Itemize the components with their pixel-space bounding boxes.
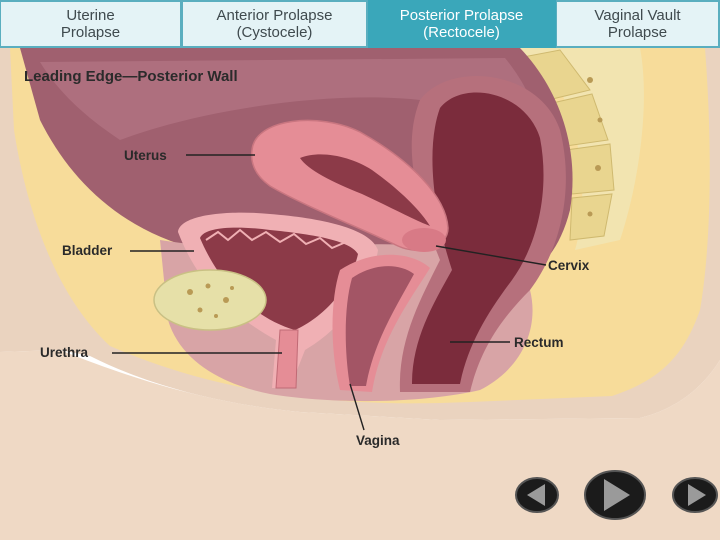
label-cervix: Cervix: [548, 258, 590, 273]
rectum-organ: [399, 76, 566, 392]
tab-posterior-prolapse[interactable]: Posterior Prolapse (Rectocele): [368, 0, 556, 48]
play-button[interactable]: [584, 470, 646, 520]
anatomy-stage: Leading Edge—Posterior Wall Uterus Bladd…: [0, 48, 720, 540]
tab-label-line2: (Rectocele): [423, 24, 500, 41]
tab-bar: Uterine Prolapse Anterior Prolapse (Cyst…: [0, 0, 720, 48]
tab-label-line2: Prolapse: [60, 24, 121, 41]
diagram-heading: Leading Edge—Posterior Wall: [24, 68, 238, 85]
leader-vagina: [349, 383, 365, 431]
tab-anterior-prolapse[interactable]: Anterior Prolapse (Cystocele): [182, 0, 368, 48]
tab-label-line1: Uterine: [66, 7, 115, 24]
prev-button[interactable]: [515, 477, 559, 513]
leader-cervix: [435, 245, 547, 266]
bladder-organ: [178, 212, 378, 388]
next-button[interactable]: [672, 477, 718, 513]
tab-label-line2: Prolapse: [607, 24, 668, 41]
vagina-organ: [332, 254, 430, 392]
tab-label-line2: (Cystocele): [236, 24, 313, 41]
triangle-left-icon: [527, 484, 545, 506]
tab-label-line1: Vaginal Vault: [594, 7, 681, 24]
triangle-right-icon: [688, 484, 706, 506]
tab-vaginal-vault-prolapse[interactable]: Vaginal Vault Prolapse: [556, 0, 720, 48]
peritoneum-highlight: [40, 58, 551, 210]
label-rectum: Rectum: [514, 335, 564, 350]
pubic-bone: [153, 269, 267, 331]
label-vagina: Vagina: [356, 433, 400, 448]
triangle-right-icon: [604, 479, 630, 511]
pelvic-anatomy-illustration: Leading Edge—Posterior Wall Uterus Bladd…: [0, 48, 720, 540]
tab-uterine-prolapse[interactable]: Uterine Prolapse: [0, 0, 182, 48]
cervix-organ: [402, 228, 446, 252]
label-uterus: Uterus: [124, 148, 167, 163]
label-urethra: Urethra: [40, 345, 89, 360]
urethra-organ: [275, 329, 299, 389]
label-bladder: Bladder: [62, 243, 113, 258]
tab-label-line1: Anterior Prolapse: [216, 7, 333, 24]
tab-label-line1: Posterior Prolapse: [399, 7, 524, 24]
